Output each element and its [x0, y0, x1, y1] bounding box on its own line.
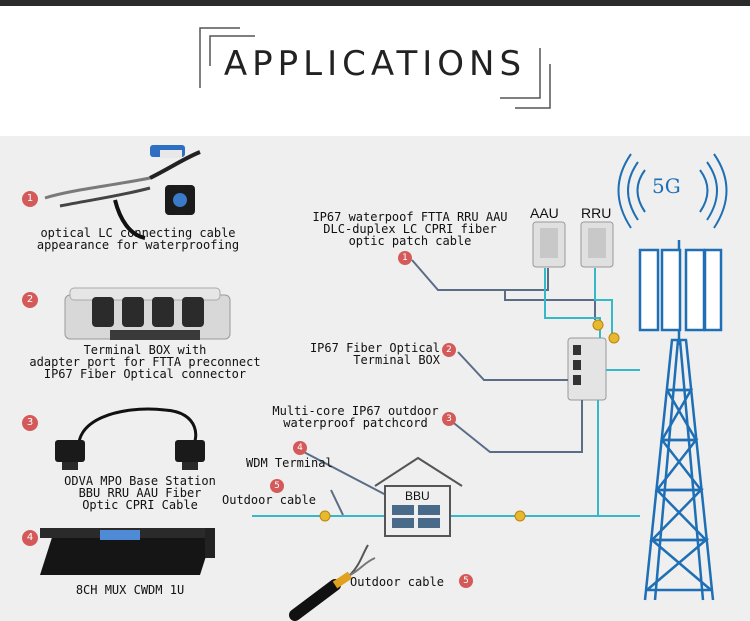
callout-number-2: 2	[442, 343, 456, 357]
cell-tower	[638, 240, 723, 601]
cyan-cables	[252, 268, 640, 517]
top-border	[0, 0, 750, 6]
item-caption-2: Terminal BOX with adapter port for FTTA …	[29, 343, 261, 381]
cwdm-mux-image	[40, 528, 215, 575]
splice-markers	[319, 319, 620, 522]
5g-badge: 5G	[652, 174, 681, 198]
mpo-cable-image	[55, 407, 205, 470]
item-number-3: 3	[22, 415, 38, 431]
callout-number-5b: 5	[459, 574, 473, 588]
diagram-terminal-box	[567, 337, 607, 401]
callout-number-1: 1	[398, 251, 412, 265]
callout-number-4: 4	[293, 441, 307, 455]
title-frame	[199, 27, 551, 109]
terminal-box-image	[64, 287, 231, 340]
item-number-4: 4	[22, 530, 38, 546]
callout-text-1: IP67 waterpoof FTTA RRU AAU DLC-duplex L…	[312, 210, 508, 248]
signal-waves	[617, 153, 728, 229]
bbu-house	[374, 456, 463, 537]
callout-text-5b: Outdoor cable	[350, 575, 444, 589]
page-title: APPLICATIONS	[223, 44, 527, 84]
header: APPLICATIONS	[0, 6, 750, 136]
aau-label: AAU	[530, 205, 559, 221]
callout-number-3: 3	[442, 412, 456, 426]
outdoor-cable-image	[289, 544, 376, 621]
callout-text-4: WDM Terminal	[246, 456, 333, 470]
aau-unit	[532, 221, 566, 268]
callout-text-5a: Outdoor cable	[222, 493, 316, 507]
item-number-1: 1	[22, 191, 38, 207]
callout-text-2: IP67 Fiber Optical Terminal BOX	[309, 341, 440, 367]
callout-number-5a: 5	[270, 479, 284, 493]
bbu-label: BBU	[405, 489, 430, 503]
item-caption-4: 8CH MUX CWDM 1U	[75, 583, 185, 597]
item-number-2: 2	[22, 292, 38, 308]
item-caption-3: ODVA MPO Base Station BBU RRU AAU Fiber …	[64, 474, 216, 512]
lc-cable-image	[44, 145, 201, 240]
item-caption-1: optical LC connecting cable appearance f…	[36, 226, 240, 252]
callout-text-3: Multi-core IP67 outdoor waterproof patch…	[272, 404, 439, 430]
rru-label: RRU	[581, 205, 612, 221]
rru-unit	[580, 221, 614, 268]
